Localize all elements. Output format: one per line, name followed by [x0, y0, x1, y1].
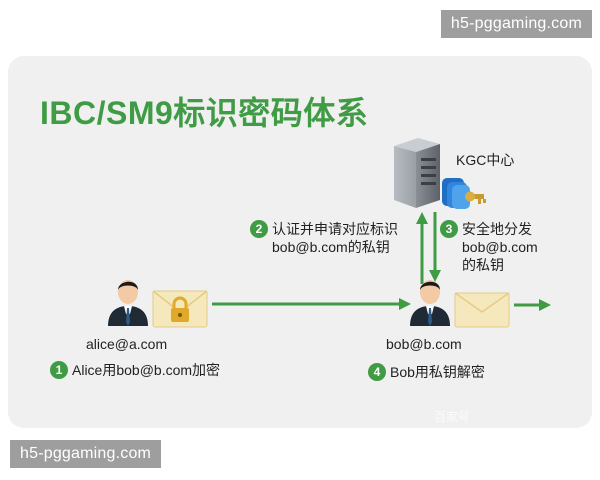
step-2-line-1: 认证并申请对应标识 — [272, 221, 398, 237]
alice-avatar-icon — [108, 280, 148, 326]
watermark-top: h5-pggaming.com — [440, 10, 592, 38]
alice-label: alice@a.com — [86, 336, 168, 352]
step-4-text: Bob用私钥解密 — [390, 364, 485, 380]
step-1: 1 Alice用bob@b.com加密 — [50, 360, 220, 380]
vertical-arrows — [416, 212, 441, 284]
diagram-title: IBC/SM9标识密码体系 — [40, 95, 369, 131]
step-1-number: 1 — [50, 361, 68, 379]
step-2: 2 认证并申请对应标识 bob@b.com的私钥 — [250, 220, 398, 256]
keys-icon — [442, 178, 486, 209]
step-3-line-2: bob@b.com — [462, 239, 538, 255]
step-1-text: Alice用bob@b.com加密 — [72, 362, 221, 378]
envelope-icon — [454, 292, 510, 328]
step-2-line-2: bob@b.com的私钥 — [272, 239, 390, 255]
bob-avatar-icon — [410, 280, 450, 326]
send-arrow — [212, 298, 411, 310]
step-4: 4 Bob用私钥解密 — [368, 362, 485, 382]
output-arrow — [514, 299, 551, 311]
step-4-number: 4 — [368, 363, 386, 381]
step-3-line-1: 安全地分发 — [462, 221, 532, 237]
step-3: 3 安全地分发 bob@b.com 的私钥 — [440, 220, 538, 274]
kgc-server-icon — [394, 138, 440, 208]
step-3-line-3: 的私钥 — [462, 257, 504, 273]
step-2-number: 2 — [250, 220, 268, 238]
watermark-bottom: h5-pggaming.com — [10, 440, 162, 468]
diagram-card — [8, 56, 592, 428]
bob-label: bob@b.com — [386, 336, 462, 352]
step-3-number: 3 — [440, 220, 458, 238]
kgc-label: KGC中心 — [456, 152, 515, 168]
locked-envelope-icon — [152, 290, 208, 328]
source-mark: 百家号 — [434, 410, 471, 424]
